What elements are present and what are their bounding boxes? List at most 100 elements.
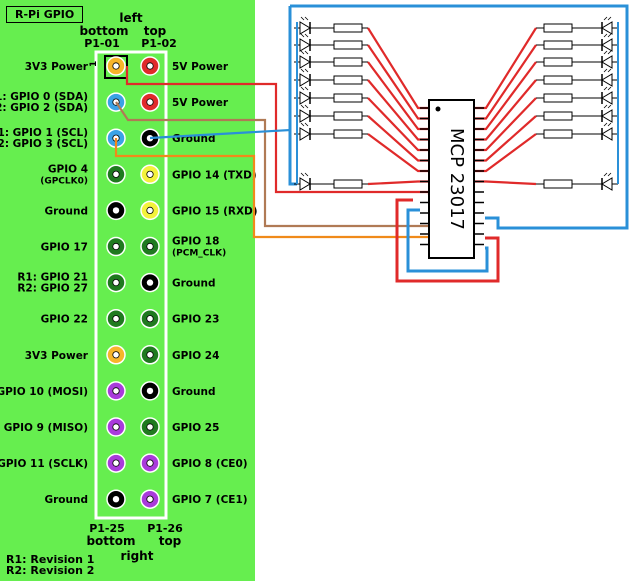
left-led-bank bbox=[294, 16, 368, 191]
ground-wire bbox=[149, 128, 292, 184]
sda-wire bbox=[115, 101, 429, 228]
pin-left-9-hole bbox=[112, 207, 120, 214]
led-left-7-ray bbox=[300, 122, 305, 127]
right_pins-label-line: Ground bbox=[172, 278, 215, 290]
pin-left-17-ring bbox=[112, 351, 120, 359]
resistor-right-5 bbox=[543, 93, 573, 103]
led-left-4-triangle bbox=[299, 73, 311, 87]
led-left-1-ray bbox=[300, 16, 305, 21]
label-right: right bbox=[121, 549, 154, 563]
led-right-3 bbox=[582, 50, 618, 69]
led-right-1 bbox=[582, 16, 618, 35]
chip-vss-blue-wire bbox=[406, 208, 489, 273]
led-right-1-ray2 bbox=[603, 16, 608, 21]
led-left-7-triangle bbox=[299, 127, 311, 141]
resistor-right-4 bbox=[543, 75, 573, 85]
left_pins-label-line: R1: GPIO 0 (SDA) bbox=[0, 91, 88, 103]
right_pins-label-line: Ground bbox=[172, 386, 215, 398]
left_pins-label-line: R2: GPIO 27 bbox=[17, 283, 88, 295]
led-left-2-ray bbox=[300, 33, 305, 38]
resistor-right-7 bbox=[543, 129, 573, 139]
led-right-3-ray bbox=[607, 50, 612, 55]
led-left-7-ray2 bbox=[304, 122, 309, 127]
gpio-panel bbox=[0, 0, 255, 581]
led-right-8-ray2 bbox=[603, 172, 608, 177]
left_pins-label-line: 3V3 Power bbox=[25, 61, 89, 73]
legend-revision-2: R2: Revision 2 bbox=[6, 564, 94, 577]
pin-left-23-ring bbox=[112, 459, 120, 467]
led-right-8-ray bbox=[607, 172, 612, 177]
pin-right-20-hole bbox=[146, 387, 154, 395]
led-right-6-ray bbox=[607, 104, 612, 109]
resistor-right-8 bbox=[543, 179, 573, 189]
pin-right-22-ring bbox=[146, 423, 154, 431]
right_pins-label-line: 5V Power bbox=[172, 61, 229, 73]
led-right-5-triangle bbox=[601, 91, 613, 105]
resistor-left-5 bbox=[333, 93, 363, 103]
led-left-4 bbox=[294, 68, 330, 87]
pin-left-19-ring bbox=[112, 387, 120, 395]
chip-vdd-red-wire bbox=[395, 198, 500, 283]
led-left-3 bbox=[294, 50, 330, 69]
pin-left-13-ring bbox=[112, 278, 120, 287]
panel-title: R-Pi GPIO bbox=[6, 6, 84, 23]
right_pins-label-line: GPIO 24 bbox=[172, 350, 219, 362]
left_pins-label-line: Ground bbox=[45, 205, 88, 217]
label-pin-25: P1-25 bbox=[89, 522, 125, 535]
led-left-8-ray2 bbox=[304, 172, 309, 177]
label-bottom-top: bottom bbox=[79, 24, 128, 38]
led-right-7-triangle bbox=[601, 127, 613, 141]
pin-left-15-ring bbox=[112, 315, 120, 323]
scl-wire bbox=[114, 138, 429, 239]
pin-left-7-ring bbox=[112, 170, 120, 178]
signal-wire-left-8 bbox=[367, 180, 429, 186]
signal-wire-right-6 bbox=[474, 115, 537, 162]
right_pins-label-line: GPIO 15 (RXD) bbox=[172, 205, 258, 217]
led-left-5-ray bbox=[300, 86, 305, 91]
led-right-2-triangle bbox=[601, 38, 613, 52]
led-right-8 bbox=[582, 172, 618, 191]
led-left-4-ray bbox=[300, 68, 305, 73]
led-left-4-ray2 bbox=[304, 68, 309, 73]
led-right-1-ray bbox=[607, 16, 612, 21]
left_pins-label-line: GPIO 10 (MOSI) bbox=[0, 386, 88, 398]
led-left-6 bbox=[294, 104, 330, 123]
right-pin-column bbox=[140, 56, 160, 509]
led-right-3-triangle bbox=[601, 55, 613, 69]
left_pins-label-line: GPIO 9 (MISO) bbox=[4, 422, 88, 434]
pin-1-marker: 1 bbox=[89, 61, 99, 67]
left_pins-label-line: GPIO 17 bbox=[41, 242, 88, 254]
left-pin-column bbox=[106, 56, 126, 509]
led-left-3-ray bbox=[300, 50, 305, 55]
label-left: left bbox=[119, 11, 142, 25]
left_pins-label-line: GPIO 11 (SCLK) bbox=[0, 458, 88, 470]
led-right-6-ray2 bbox=[603, 104, 608, 109]
resistor-left-1 bbox=[333, 23, 363, 33]
led-right-4-triangle bbox=[601, 73, 613, 87]
left_pins-label-line: R2: GPIO 2 (SDA) bbox=[0, 102, 88, 114]
resistor-right-6 bbox=[543, 111, 573, 121]
led-left-5-ray2 bbox=[304, 86, 309, 91]
pin-right-2-ring bbox=[146, 62, 154, 70]
left_pins-label-line: R2: GPIO 3 (SCL) bbox=[0, 138, 88, 150]
right_pins-label-line: GPIO 25 bbox=[172, 422, 219, 434]
resistor-right-2 bbox=[543, 40, 573, 50]
led-left-6-ray bbox=[300, 104, 305, 109]
resistor-right-3 bbox=[543, 57, 573, 67]
pin-right-10-ring bbox=[146, 206, 154, 214]
led-left-5-triangle bbox=[299, 91, 311, 105]
left_pins-label-line: GPIO 4 bbox=[48, 163, 88, 175]
led-right-1-triangle bbox=[601, 21, 613, 35]
right_pins-label-line: (PCM_CLK) bbox=[172, 249, 226, 259]
resistor-right-1 bbox=[543, 23, 573, 33]
signal-wire-left-6 bbox=[367, 115, 429, 162]
led-left-3-triangle bbox=[299, 55, 311, 69]
pin-right-18-ring bbox=[146, 351, 154, 359]
led-right-7-ray2 bbox=[603, 122, 608, 127]
mcp23017-chip bbox=[428, 99, 475, 259]
led-right-6-triangle bbox=[601, 109, 613, 123]
led-left-2-triangle bbox=[299, 38, 311, 52]
led-right-4-ray2 bbox=[603, 68, 608, 73]
